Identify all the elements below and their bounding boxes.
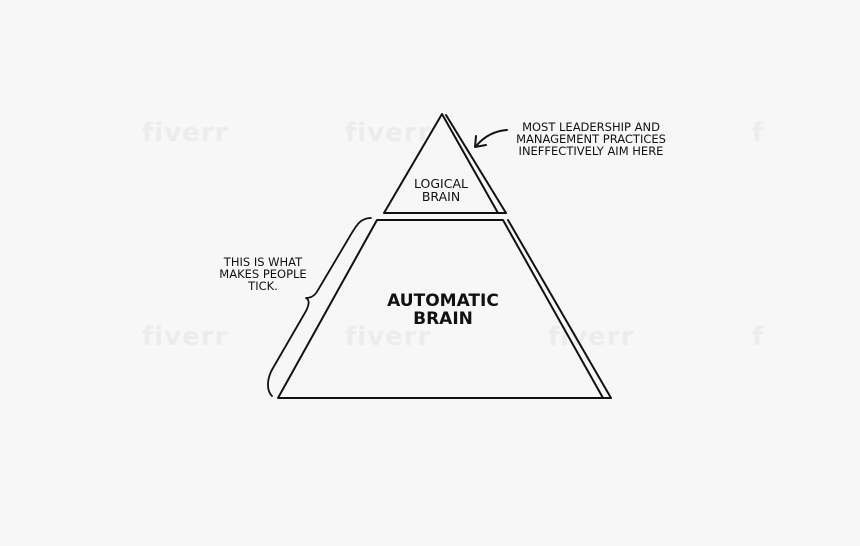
top-triangle-shadow [445,114,507,214]
automatic-brain-label: AUTOMATIC BRAIN [387,291,499,329]
watermark-5: fiverr [345,322,432,352]
watermark-4: fiverr [142,322,229,352]
top-triangle [383,113,499,214]
top-annotation: MOST LEADERSHIP AND MANAGEMENT PRACTICES… [516,120,666,159]
left-annotation: THIS IS WHAT MAKES PEOPLE TICK. [219,255,307,294]
watermark-2: fiverr [345,118,432,148]
arrow-head [474,135,487,148]
logical-brain-label: LOGICAL BRAIN [414,176,468,205]
watermark-1: fiverr [142,118,229,148]
bottom-trapezoid-shadow [507,219,612,399]
watermark-7: f [752,322,765,352]
arrow-shaft [476,129,508,146]
watermark-3: f [752,118,765,148]
curly-brace [267,217,372,397]
